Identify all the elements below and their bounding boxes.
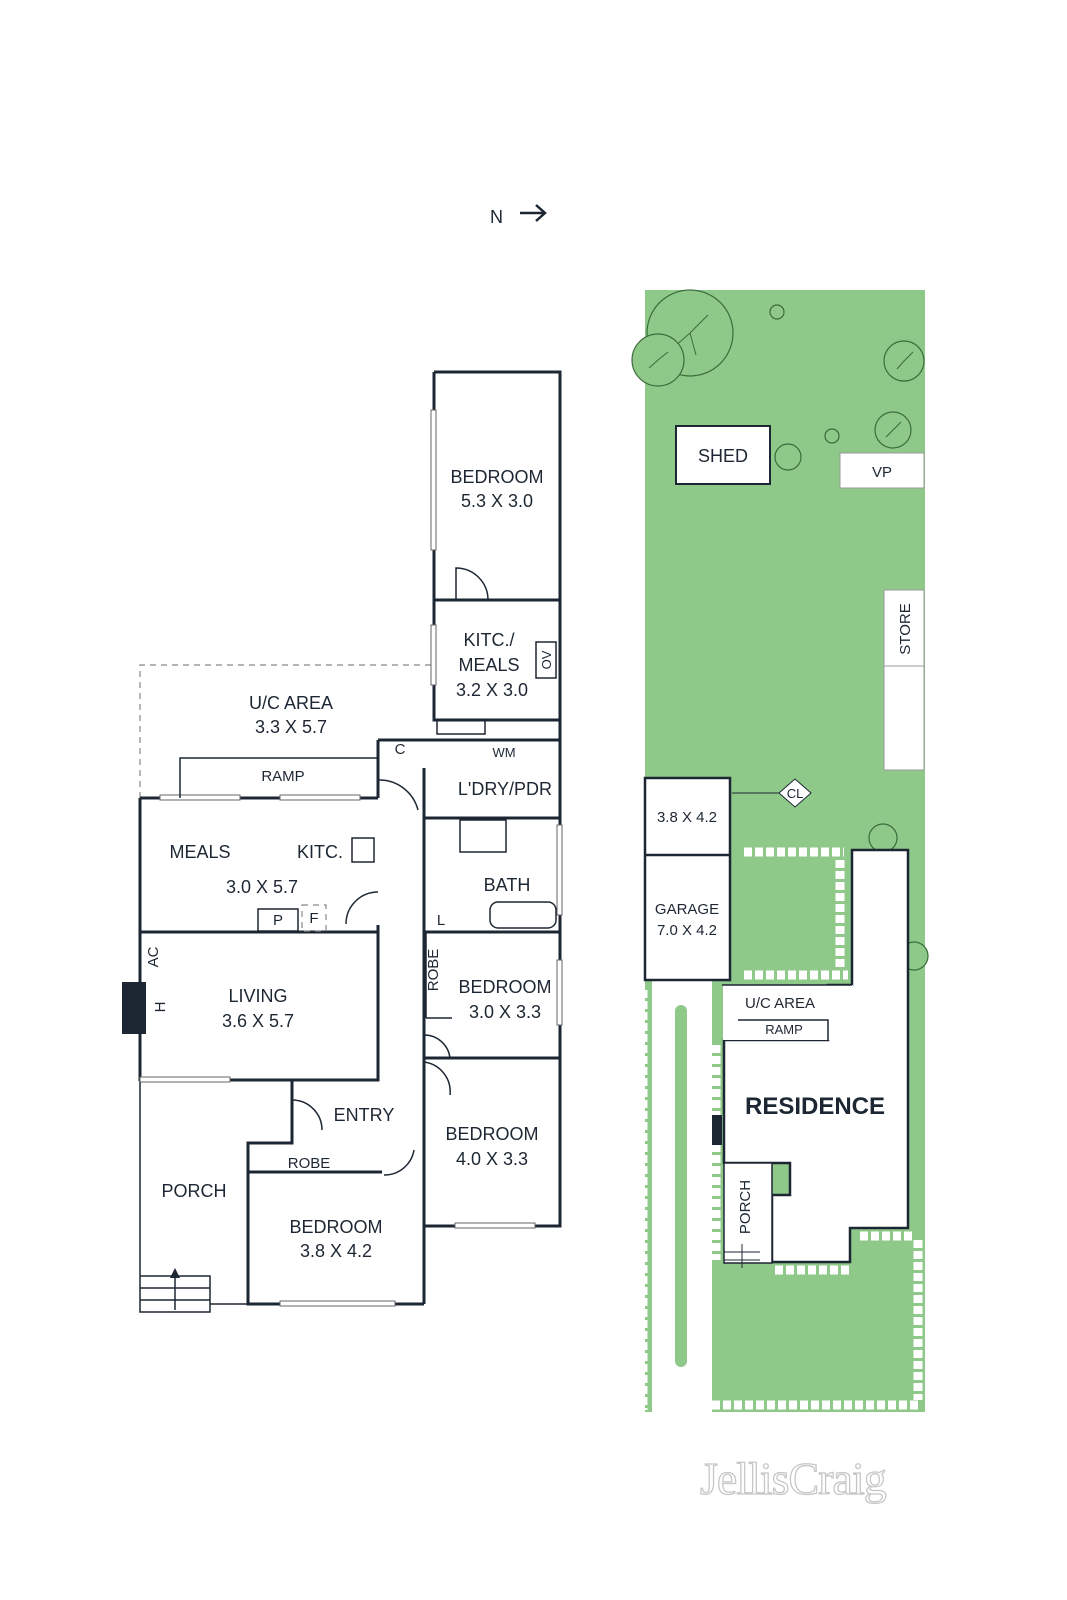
room-size: 5.3 X 3.0 <box>461 491 533 511</box>
driveway-strip <box>675 1005 687 1367</box>
porch-arrow-head <box>170 1268 180 1278</box>
tree-icon <box>824 428 840 444</box>
tree-icon <box>883 340 925 382</box>
pantry-label: P <box>273 912 283 929</box>
store <box>883 589 925 771</box>
cupboard-label: C <box>395 741 406 758</box>
shed-label: SHED <box>698 446 748 466</box>
ramp-outline <box>179 757 378 798</box>
room-name: MEALS <box>169 842 230 862</box>
oven <box>535 641 557 679</box>
tree-icon <box>874 411 912 449</box>
fireplace <box>122 982 146 1034</box>
robe-label: ROBE <box>425 949 442 992</box>
door-swing <box>345 891 379 925</box>
tree-icon <box>631 333 685 387</box>
room-size: 3.0 X 5.7 <box>226 877 298 897</box>
window <box>556 824 563 916</box>
outbuilding-size: 3.8 X 4.2 <box>657 809 717 826</box>
door-swing <box>291 1099 323 1131</box>
ramp-label: RAMP <box>261 768 304 785</box>
fridge-label: F <box>309 910 318 927</box>
door-swing <box>455 567 489 601</box>
site-plan: SHED VP STORE CL 3.8 X 4.2 GARAGE 7.0 X … <box>631 289 929 1412</box>
site-ramp-label: RAMP <box>765 1022 803 1037</box>
site-porch-label: PORCH <box>737 1180 754 1234</box>
north-arrow-icon <box>520 204 547 222</box>
site-porch-steps <box>724 1244 760 1268</box>
clothesline-label: CL <box>787 786 804 801</box>
window <box>454 1222 536 1229</box>
store-label: STORE <box>897 603 914 654</box>
washing-machine-label: WM <box>492 745 515 760</box>
window <box>430 409 437 551</box>
uc-area-box <box>723 985 853 1040</box>
door-swing <box>383 1149 415 1176</box>
room-size: 3.3 X 5.7 <box>255 717 327 737</box>
tree-icon <box>774 443 802 471</box>
door-swing <box>377 779 419 811</box>
linen-label: L <box>437 912 445 929</box>
ac-label: AC <box>145 946 162 967</box>
room-name: ENTRY <box>334 1105 395 1125</box>
room-size: 4.0 X 3.3 <box>456 1149 528 1169</box>
window <box>430 624 437 686</box>
room-name: KITC./ <box>463 630 514 650</box>
cooktop <box>351 837 375 863</box>
robe-label: ROBE <box>288 1155 331 1172</box>
residence-label: RESIDENCE <box>745 1093 885 1120</box>
room-name: PORCH <box>161 1181 226 1201</box>
room-name: MEALS <box>458 655 519 675</box>
window <box>139 1076 231 1083</box>
kitchen-bench <box>436 719 486 735</box>
door-swing <box>423 1034 451 1059</box>
room-size: 3.0 X 3.3 <box>469 1002 541 1022</box>
uc-area-outline <box>139 664 432 798</box>
hedge-row <box>638 847 923 1410</box>
tree-icon <box>769 304 785 320</box>
room-size: 3.6 X 5.7 <box>222 1011 294 1031</box>
room-name: KITC. <box>297 842 343 862</box>
room-size: 3.2 X 3.0 <box>456 680 528 700</box>
room-name: L'DRY/PDR <box>458 779 552 799</box>
fridge-space <box>301 904 327 932</box>
garage-building <box>643 776 732 982</box>
floor-plan: BEDROOM 5.3 X 3.0 KITC./ MEALS 3.2 X 3.0… <box>122 370 563 1313</box>
window <box>159 794 241 801</box>
brand-logo: JellisCraig <box>700 1453 887 1504</box>
window <box>279 1300 396 1307</box>
tree-icon <box>868 823 898 853</box>
site-porch <box>723 1162 773 1264</box>
door-swing <box>423 1061 451 1096</box>
site-uc-area-label: U/C AREA <box>745 995 815 1012</box>
vp <box>839 452 925 489</box>
shower <box>459 819 507 853</box>
window <box>279 794 361 801</box>
room-name: BEDROOM <box>289 1217 382 1237</box>
garage-size: 7.0 X 4.2 <box>657 922 717 939</box>
heater-label: H <box>152 1002 169 1013</box>
north-letter: N <box>490 207 503 227</box>
room-name: LIVING <box>228 986 287 1006</box>
porch-outline <box>139 1082 211 1313</box>
main-walls <box>138 738 562 1306</box>
room-name: BEDROOM <box>450 467 543 487</box>
window <box>556 959 563 1026</box>
vp-label: VP <box>872 464 892 481</box>
room-size: 3.8 X 4.2 <box>300 1241 372 1261</box>
pantry-box <box>257 908 299 932</box>
clothesline-icon <box>778 778 812 808</box>
fireplace <box>712 1115 722 1145</box>
oven-label: OV <box>539 650 554 669</box>
uc-area-lines <box>722 984 852 1040</box>
room-name: BEDROOM <box>445 1124 538 1144</box>
bathtub <box>489 901 557 929</box>
room-name: U/C AREA <box>249 693 333 713</box>
north-indicator: N <box>490 204 547 227</box>
room-name: BATH <box>484 875 531 895</box>
room-name: BEDROOM <box>458 977 551 997</box>
shed <box>675 425 771 485</box>
garage-label: GARAGE <box>655 901 719 918</box>
